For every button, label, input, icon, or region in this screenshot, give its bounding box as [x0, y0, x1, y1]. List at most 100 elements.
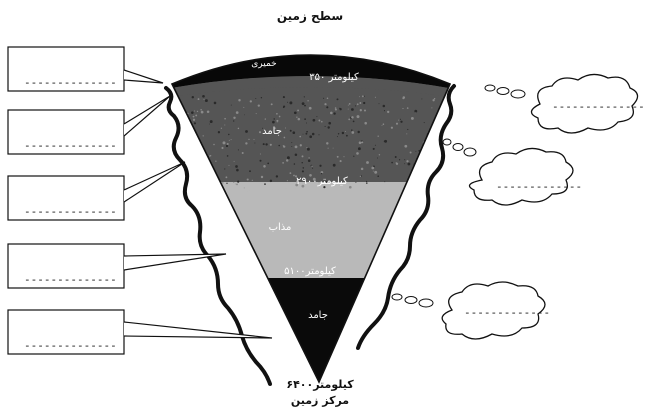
speckle-dot: [164, 133, 166, 135]
speckle-dot: [226, 142, 229, 146]
speckle-dot: [363, 101, 366, 105]
speckle-dot: [348, 185, 352, 189]
speckle-dot: [391, 161, 393, 164]
speckle-dot: [203, 168, 206, 171]
answer-cloud-1[interactable]: --------------: [484, 73, 645, 134]
speckle-dot: [307, 100, 309, 102]
speckle-dot: [267, 162, 270, 165]
answer-box-2[interactable]: --------------: [7, 95, 171, 155]
left-wavy-bracket: [164, 86, 272, 386]
speckle-dot: [150, 148, 153, 151]
cloud-bubble-small: [418, 298, 434, 308]
speckle-dot: [359, 109, 362, 112]
speckle-dot: [200, 179, 204, 183]
speckle-dot: [366, 182, 368, 184]
speckle-dot: [332, 163, 336, 167]
speckle-dot: [361, 141, 364, 144]
speckle-dot: [237, 149, 239, 151]
speckle-dot: [423, 122, 425, 124]
speckle-dot: [394, 156, 397, 158]
speckle-dot: [309, 173, 312, 177]
cloud-blank: -------------: [496, 180, 582, 193]
speckle-dot: [395, 162, 397, 164]
answer-box-5[interactable]: --------------: [7, 309, 273, 355]
speckle-dot: [465, 163, 468, 166]
speckle-dot: [355, 181, 357, 183]
speckle-dot: [157, 139, 160, 142]
speckle-dot: [457, 105, 459, 107]
speckle-dot: [228, 133, 230, 136]
speckle-dot: [406, 133, 408, 135]
center-label: مرکز زمین: [291, 394, 349, 407]
speckle-dot: [351, 108, 354, 111]
speckle-dot: [297, 117, 301, 121]
speckle-dot: [302, 133, 304, 135]
speckle-dot: [402, 96, 406, 99]
speckle-dot: [291, 142, 293, 144]
speckle-dot: [206, 110, 210, 113]
speckle-dot: [359, 102, 362, 104]
speckle-dot: [251, 179, 253, 181]
cloud-bubble-small: [404, 296, 418, 304]
speckle-dot: [377, 135, 379, 137]
speckle-dot: [398, 119, 400, 121]
speckle-dot: [462, 154, 464, 156]
speckle-dot: [305, 132, 308, 135]
speckle-dot: [249, 100, 252, 103]
speckle-dot: [384, 139, 388, 143]
speckle-dot: [215, 160, 217, 162]
speckle-dot: [304, 104, 306, 107]
speckle-dot: [372, 170, 374, 172]
speckle-dot: [173, 105, 175, 107]
speckle-dot: [187, 123, 190, 126]
speckle-dot: [193, 122, 197, 125]
speckle-dot: [409, 151, 412, 154]
speckle-dot: [455, 125, 457, 127]
speckle-dot: [361, 95, 364, 98]
speckle-dot: [432, 182, 435, 185]
speckle-dot: [208, 173, 211, 176]
cloud-shape: [468, 147, 574, 206]
speckle-dot: [462, 186, 463, 187]
speckle-dot: [286, 156, 290, 160]
speckle-dot: [235, 165, 238, 168]
layer3-depth-label: ۲۹۰۰کیلومتر: [296, 176, 348, 187]
speckle-dot: [236, 183, 238, 186]
speckle-dot: [209, 123, 211, 125]
speckle-dot: [233, 181, 235, 183]
speckle-dot: [413, 185, 417, 188]
speckle-dot: [167, 119, 169, 121]
callout-line: [123, 69, 164, 84]
speckle-dot: [326, 142, 329, 145]
speckle-dot: [262, 143, 265, 146]
speckle-dot: [253, 138, 255, 140]
speckle-dot: [347, 108, 349, 110]
speckle-dot: [299, 135, 302, 138]
answer-box-4[interactable]: --------------: [7, 243, 227, 289]
answer-cloud-3[interactable]: -------------: [391, 281, 550, 340]
speckle-dot: [321, 172, 323, 175]
speckle-dot: [406, 107, 409, 109]
answer-cloud-2[interactable]: -------------: [442, 138, 582, 206]
speckle-dot: [325, 180, 329, 184]
speckle-dot: [374, 144, 376, 146]
answer-blank: --------------: [24, 139, 117, 152]
cloud-blank: -------------: [464, 306, 550, 319]
speckle-dot: [192, 115, 195, 118]
speckle-dot: [282, 162, 284, 164]
speckle-dot: [293, 163, 296, 165]
answer-blank: --------------: [24, 205, 117, 218]
callout-line: [123, 321, 273, 339]
speckle-dot: [452, 177, 454, 179]
speckle-dot: [168, 114, 169, 115]
speckle-dot: [225, 176, 228, 179]
speckle-dot: [382, 104, 386, 108]
answer-box-3[interactable]: --------------: [7, 161, 186, 221]
speckle-dot: [452, 123, 455, 126]
answer-box-1[interactable]: --------------: [7, 46, 164, 92]
speckle-dot: [230, 104, 232, 106]
speckle-dot: [434, 157, 436, 159]
speckle-dot: [334, 107, 337, 109]
speckle-dot: [176, 169, 178, 171]
speckle-dot: [327, 126, 330, 129]
